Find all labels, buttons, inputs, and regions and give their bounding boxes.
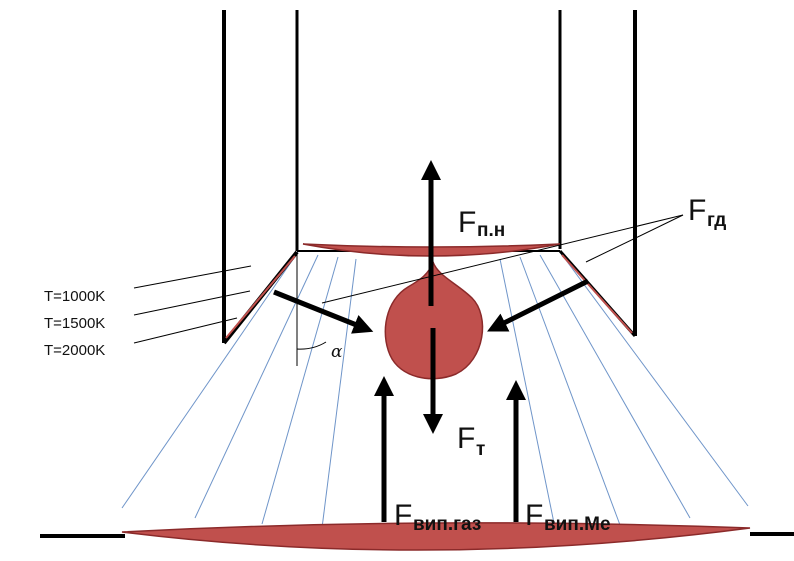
force-arrows [273,160,590,522]
label-metal-evaporation: F вип.Ме [525,499,611,535]
label-gas-dynamic-main: F [688,194,706,227]
label-gravity-sub: т [476,439,485,460]
isotherm-line-left-1 [121,251,299,509]
gas-dynamic-arrow-right [487,278,590,332]
angle-construction [296,252,327,366]
label-gravity-main: F [457,422,475,455]
label-gravity: F т [457,422,485,460]
metal-droplet [384,259,484,380]
temperature-leaders [133,265,252,344]
weld-pool [121,522,751,551]
leader-T2000 [133,317,238,344]
temperature-label-2000: T=2000K [44,342,105,359]
isotherm-line-right-4 [499,258,556,529]
angle-alpha-label: α [331,342,343,362]
label-gas-dynamic: F гд [688,194,726,231]
label-gas-evaporation-main: F [394,499,412,532]
label-gas-evaporation-sub: вип.газ [413,514,481,535]
isotherm-line-left-4 [321,258,357,529]
gas-dynamic-leaders [321,214,684,304]
label-metal-evaporation-main: F [525,499,543,532]
label-surface-tension-sub: п.н [477,220,505,241]
isotherm-line-left-2 [194,254,319,519]
isotherm-line-right-1 [559,251,749,507]
label-surface-tension-main: F [458,206,476,239]
leader-T1500 [133,290,251,316]
nozzle-tip-right-coating [561,254,633,334]
label-metal-evaporation-sub: вип.Ме [544,514,611,535]
temperature-label-1000: T=1000K [44,288,105,305]
leader-T1000 [133,265,252,289]
temperature-label-1500: T=1500K [44,315,105,332]
angle-arc [296,341,327,350]
label-gas-evaporation: F вип.газ [394,499,481,535]
nozzle-tip-left-coating [225,255,296,339]
nozzle [222,10,637,343]
leader-gd-short [585,214,684,263]
label-surface-tension: F п.н [458,206,505,241]
isotherm-line-right-2 [539,254,691,519]
label-gas-dynamic-sub: гд [707,210,726,231]
leader-gd-long [321,214,684,304]
gas-dynamic-arrow-left [273,289,374,334]
isotherm-line-right-3 [519,256,621,526]
isotherm-line-left-3 [261,256,339,525]
